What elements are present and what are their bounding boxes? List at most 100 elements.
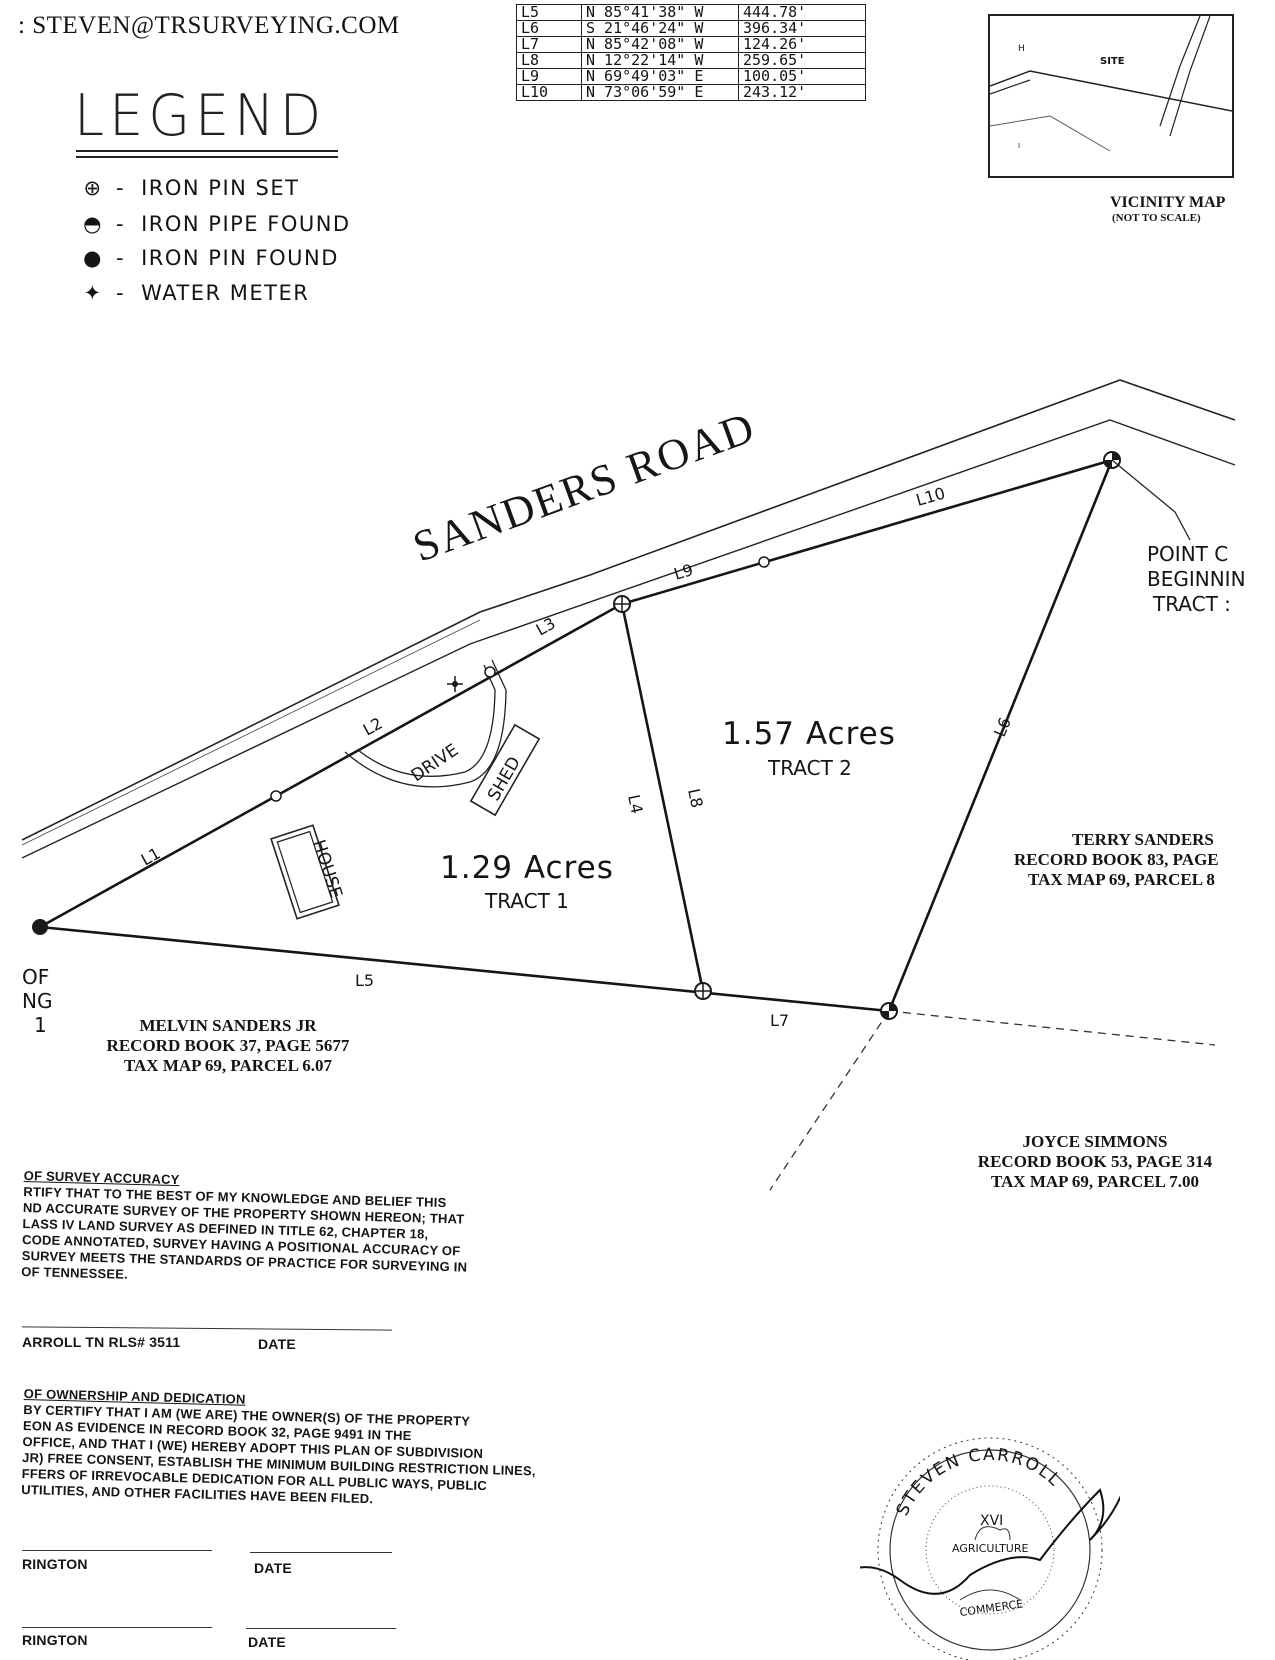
drive-outline [344,659,507,788]
iron-pipe-found-icon: ◓ [83,212,103,236]
line-table-distance: 259.65' [738,52,866,69]
pob-leader [1111,459,1191,541]
owner-date-label-1: DATE [254,1560,292,1576]
owner-signature-line-2 [22,1627,212,1628]
iron-pin-set-icon [694,982,712,1000]
vicinity-map-drawing: H I [990,16,1232,152]
line-table-distance: 396.34' [738,20,866,37]
certificate-survey-accuracy: OF SURVEY ACCURACY RTIFY THAT TO THE BES… [21,1168,469,1292]
drive-label: DRIVE [408,740,463,786]
legend-label: IRON PIN FOUND [141,246,339,270]
legend-item-water-meter: ✦ - WATER METER [83,281,310,305]
owner-date-line-1 [250,1552,392,1553]
boundary-l1-l3 [39,602,623,929]
owner-date-line-2 [246,1628,396,1629]
road-edge-north [21,379,1236,841]
legend-title: LEGEND [74,82,327,149]
road-edge-north-2 [21,619,481,846]
line-table-bearing: S 21°46'24" W [581,20,739,37]
line-table-bearing: N 73°06'59" E [581,84,739,101]
vicinity-map-title: VICINITY MAP [1110,194,1226,211]
shed-footprint [469,723,541,817]
legend-item-iron-pin-set: ⊕ - IRON PIN SET [83,176,300,200]
line-label-l8: L8 [684,787,707,810]
legend-label: IRON PIPE FOUND [141,212,351,236]
svg-text:I: I [1018,142,1020,150]
adjoiner-line-south [769,1010,890,1191]
line-label-l7: L7 [770,1011,789,1030]
line-table-distance: 243.12' [738,84,866,101]
tract1-name: TRACT 1 [485,889,569,913]
pob-right: POINT C BEGINNIN TRACT : [1147,542,1246,616]
vicinity-map: H I SITE [988,14,1234,178]
legend-label: IRON PIN SET [141,176,300,200]
line-point-marker [484,666,496,678]
adjoiner-terry-sanders: TERRY SANDERS RECORD BOOK 83, PAGE TAX M… [1014,830,1219,889]
surveyor-email: : STEVEN@TRSURVEYING.COM [18,12,400,39]
line-label-l6: L6 [990,715,1015,740]
owner-date-label-2: DATE [248,1634,286,1650]
iron-pin-found-icon [32,919,48,935]
surveyor-signer: ARROLL TN RLS# 3511 [22,1334,181,1350]
line-label-l1: L1 [138,844,164,870]
water-meter-icon [447,676,463,692]
shed-label: SHED [484,753,525,804]
boundary-lines [39,458,1114,1013]
tract2-name: TRACT 2 [768,756,852,780]
corner-markers [32,451,1121,1020]
legend-item-iron-pipe-found: ◓ - IRON PIPE FOUND [83,212,351,236]
road-name: SANDERS ROAD [407,402,762,571]
road-edge-south [21,419,1236,859]
seal-top-text: STEVEN CARROLL [893,1445,1066,1519]
line-point-marker [270,790,282,802]
iron-pipe-found-icon [880,1002,898,1020]
signature [860,1488,1120,1595]
surveyor-seal: STEVEN CARROLL XVI AGRICULTURE COMMERCE [860,1437,1120,1660]
adjoiner-line-east [888,1010,1216,1046]
seal-num: XVI [980,1513,1003,1529]
legend-item-iron-pin-found: ● - IRON PIN FOUND [83,246,339,270]
iron-pin-set-icon [613,595,631,613]
drive-outline-inner [357,664,496,777]
house-label: HOUSE [308,837,346,900]
legend-underline-2 [76,156,338,158]
vicinity-map-subtitle: (NOT TO SCALE) [1112,212,1201,224]
pob-left: OF NG 1 [22,965,53,1037]
owner-signer-1: RINGTON [22,1556,88,1572]
adjoiner-melvin-sanders: MELVIN SANDERS JR RECORD BOOK 37, PAGE 5… [106,1016,350,1075]
surveyor-date-label: DATE [258,1336,296,1352]
boundary-l4-l8 [620,603,705,992]
line-label-l5: L5 [355,971,374,990]
seal-agri: AGRICULTURE [952,1542,1029,1555]
legend-underline [76,150,338,152]
house-footprint [270,824,340,920]
adjoiner-joyce-simmons: JOYCE SIMMONS RECORD BOOK 53, PAGE 314 T… [977,1132,1213,1191]
line-table-line: L10 [516,84,582,101]
iron-pin-set-icon: ⊕ [83,176,103,200]
legend-label: WATER METER [141,281,310,305]
line-table-distance: 444.78' [738,4,866,21]
tract1-acres: 1.29 Acres [440,850,614,886]
boundary-l6 [887,459,1114,1012]
line-label-l2: L2 [360,714,386,740]
seal-comm: COMMERCE [959,1597,1024,1619]
boundary-l9-l10 [621,458,1113,606]
certificate-ownership: OF OWNERSHIP AND DEDICATION BY CERTIFY T… [21,1386,536,1507]
water-meter-icon: ✦ [83,281,103,305]
owner-signer-2: RINGTON [22,1632,88,1648]
iron-pin-found-icon: ● [83,246,103,270]
svg-text:H: H [1018,44,1025,54]
line-table-bearing: N 12°22'14" W [581,52,739,69]
boundary-l5-l7 [39,925,890,1013]
owner-signature-line-1 [22,1550,212,1551]
line-label-l3: L3 [533,614,559,640]
line-table-line: L8 [516,52,582,69]
line-point-marker [758,556,770,568]
